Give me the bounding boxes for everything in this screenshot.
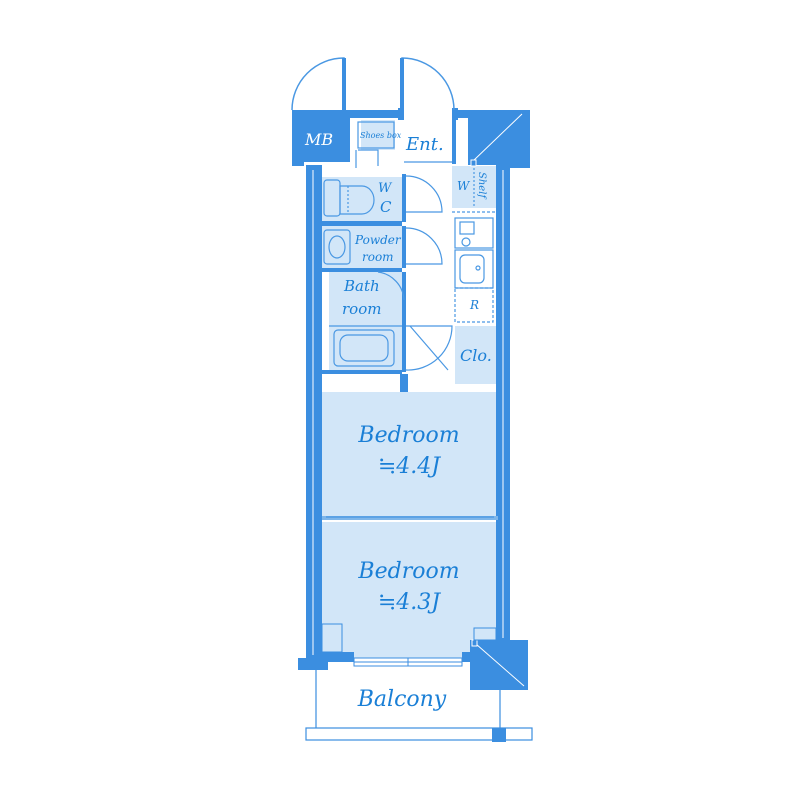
ne-column <box>468 110 530 168</box>
bottom-wall-left <box>322 652 354 662</box>
entrance-east-wall <box>452 120 456 164</box>
column-hatching <box>470 113 525 687</box>
bath-label-1: Bath <box>343 277 380 295</box>
partition-line <box>322 516 498 520</box>
bathtub-inner <box>339 334 389 362</box>
powder-room-area <box>322 226 402 268</box>
bath-east-wall <box>402 272 406 372</box>
powder-label-2: room <box>362 250 394 264</box>
left-wall-foot <box>298 658 328 670</box>
wc-label-c: C <box>380 198 392 216</box>
closet-label: Clo. <box>460 346 492 365</box>
drain-icon <box>492 728 506 742</box>
closet-area <box>455 326 496 384</box>
shoes-box-edge <box>358 149 379 166</box>
wc-powder-wall <box>322 221 402 226</box>
bedroom-2-name: Bedroom <box>357 559 459 584</box>
wc-label-w: W <box>378 181 393 196</box>
mb-wall-ledge <box>292 162 304 166</box>
door-swing-left <box>291 57 345 111</box>
shoes-box-icon <box>357 121 395 149</box>
ac-unit-right <box>473 627 497 641</box>
shoes-box-label: Shoes box <box>360 131 402 140</box>
powder-bath-wall <box>322 268 402 272</box>
refrigerator-label: R <box>469 298 479 312</box>
mb-label: MB <box>304 130 333 149</box>
bedroom-1-size: ≒4.4J <box>378 454 441 479</box>
wall-detail-lines <box>312 170 504 655</box>
powder-door <box>405 227 443 265</box>
entrance-label: Ent. <box>405 134 444 155</box>
door-jamb-right <box>452 108 458 120</box>
closet-door-swing <box>405 325 453 371</box>
sink-icon <box>454 249 494 289</box>
powder-east-wall <box>402 226 406 268</box>
washbasin-bowl <box>328 235 346 259</box>
windows <box>321 623 497 667</box>
bedroom-2-size: ≒4.3J <box>378 590 441 615</box>
top-wall-right <box>458 110 472 118</box>
labels: MB Shoes box Ent. W C W Shelf Powder roo… <box>304 130 492 712</box>
door-leaf <box>409 325 449 371</box>
washer-label: W <box>457 179 471 193</box>
se-column <box>470 640 528 690</box>
bath-door <box>377 271 405 301</box>
room-fills <box>322 120 498 662</box>
bedroom-1-area <box>322 392 498 518</box>
balcony <box>305 670 533 742</box>
door-jamb-left <box>398 108 404 120</box>
shoes-box-area <box>361 120 395 150</box>
bath-label-2: room <box>342 300 381 318</box>
bath-wall-stub <box>400 374 408 392</box>
bathtub-icon <box>333 329 395 367</box>
wc-east-wall <box>402 174 406 222</box>
fixtures <box>323 121 496 367</box>
washbasin-icon <box>323 229 351 265</box>
stove-icon <box>454 217 494 249</box>
left-wall <box>306 165 322 665</box>
refrigerator-icon <box>454 287 494 323</box>
toilet-bowl-icon <box>339 185 375 215</box>
bedroom-2-area <box>322 522 498 662</box>
balcony-label: Balcony <box>357 687 447 712</box>
entrance-doors <box>291 57 455 111</box>
door-swing-right <box>401 57 455 111</box>
wc-door <box>405 175 443 213</box>
powder-label-1: Powder <box>354 233 402 247</box>
mb-wall-block <box>292 110 350 162</box>
interior-doors <box>355 149 453 371</box>
bath-room-area <box>329 272 402 370</box>
bedroom-1-name: Bedroom <box>357 423 459 448</box>
top-wall-left <box>346 110 402 118</box>
shelf-label: Shelf <box>476 172 487 200</box>
ac-unit-left <box>321 623 343 653</box>
balcony-handrail <box>305 727 533 741</box>
bath-bottom-wall <box>322 370 402 374</box>
